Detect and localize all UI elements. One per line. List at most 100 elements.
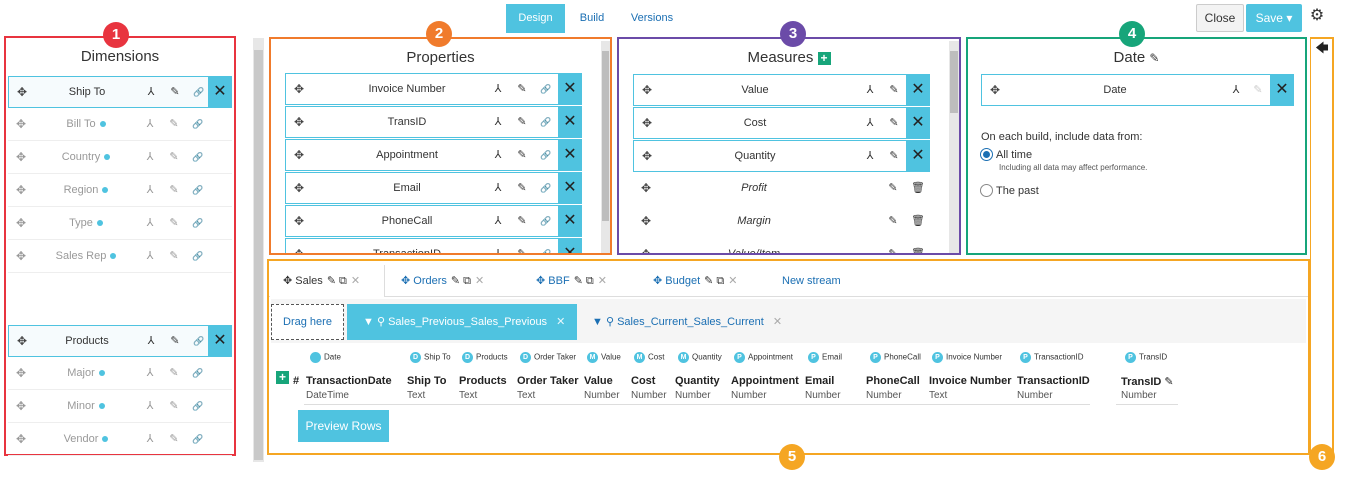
link-icon[interactable]: 🔗 [540,216,552,226]
dimension-row[interactable]: ✥Country⅄✎🔗 [8,142,232,174]
link-icon[interactable]: 🔗 [192,119,204,129]
move-handle-icon[interactable]: ✥ [283,275,296,287]
column-name[interactable]: Ship To [407,375,447,387]
dimension-row[interactable]: ✥Major⅄✎🔗 [8,358,232,390]
filter-chip-previous[interactable]: ▼ ⚲ Sales_Previous_Sales_Previous ✕ [347,304,577,340]
close-icon[interactable]: ✕ [474,275,485,287]
link-icon[interactable]: 🔗 [540,150,552,160]
close-icon[interactable]: ✕ [556,316,566,328]
edit-icon[interactable]: ✎ [517,182,527,194]
property-row[interactable]: ✥TransID⅄✎🔗✕ [285,106,582,138]
split-icon[interactable]: ⅄ [494,248,502,255]
link-icon[interactable]: 🔗 [540,183,552,193]
edit-icon[interactable]: ✎ [169,250,179,262]
copy-icon[interactable]: ⧉ [463,275,471,287]
edit-icon[interactable]: ✎ [170,86,180,98]
dimension-row[interactable]: ✥Minor⅄✎🔗 [8,391,232,423]
edit-icon[interactable]: ✎ [517,83,527,95]
measures-scrollbar[interactable] [949,41,959,253]
tab-build[interactable]: Build [579,12,605,24]
edit-icon[interactable]: ✎ [889,117,899,129]
close-icon[interactable]: ✕ [597,275,607,287]
radio-the-past[interactable] [980,184,993,197]
edit-icon[interactable]: ✎ [889,150,899,162]
drag-here-dropzone[interactable]: Drag here [271,304,344,340]
measure-row[interactable]: ✥Quantity⅄✎✕ [633,140,930,172]
dimension-row[interactable]: ✥Type⅄✎🔗 [8,208,232,240]
edit-icon[interactable]: ✎ [450,275,461,287]
trash-icon[interactable]: 🗑 [911,215,925,227]
edit-icon[interactable]: ✎ [517,248,527,255]
property-row[interactable]: ✥Invoice Number⅄✎🔗✕ [285,73,582,105]
remove-property-button[interactable]: ✕ [558,106,582,138]
tab-design[interactable]: Design [506,4,565,33]
move-handle-icon[interactable]: ✥ [15,216,27,230]
close-icon[interactable]: ✕ [772,316,783,328]
date-item-row[interactable]: ✥ Date ⅄ ✎ ✕ [981,74,1294,106]
remove-property-button[interactable]: ✕ [558,238,582,253]
column-name[interactable]: TransactionID [1017,375,1090,387]
split-icon[interactable]: ⅄ [494,215,502,227]
move-handle-icon[interactable]: ✥ [293,115,305,129]
save-button[interactable]: Save ▾ [1246,4,1302,32]
property-row[interactable]: ✥PhoneCall⅄✎🔗✕ [285,205,582,237]
move-handle-icon[interactable]: ✥ [640,181,652,195]
split-icon[interactable]: ⅄ [866,117,874,129]
measure-row[interactable]: ✥Value/Item✎🗑 [633,239,930,255]
link-icon[interactable]: 🔗 [192,218,204,228]
edit-icon[interactable]: ✎ [888,248,898,255]
split-icon[interactable]: ⅄ [1232,84,1240,96]
column-name[interactable]: Invoice Number [929,375,1012,387]
remove-measure-button[interactable]: ✕ [906,140,930,172]
move-handle-icon[interactable]: ✥ [641,83,653,97]
move-handle-icon[interactable]: ✥ [653,275,666,287]
split-icon[interactable]: ⅄ [866,84,874,96]
link-icon[interactable]: 🔗 [540,117,552,127]
edit-icon[interactable]: ✎ [169,184,179,196]
dimension-row[interactable]: ✥Vendor⅄✎🔗 [8,424,232,456]
remove-measure-button[interactable]: ✕ [906,107,930,139]
split-icon[interactable]: ⅄ [494,83,502,95]
remove-dimension-button[interactable]: ✕ [208,325,232,357]
close-button[interactable]: Close [1196,4,1244,32]
property-row[interactable]: ✥TransactionID⅄✎🔗✕ [285,238,582,255]
move-handle-icon[interactable]: ✥ [640,247,652,255]
property-row[interactable]: ✥Email⅄✎🔗✕ [285,172,582,204]
edit-icon[interactable]: ✎ [704,275,714,287]
page-scrollbar[interactable] [253,38,264,462]
copy-icon[interactable]: ⧉ [716,275,725,287]
edit-icon[interactable]: ✎ [169,217,179,229]
column-name[interactable]: Email [805,375,834,387]
new-stream-link[interactable]: New stream [782,275,841,287]
split-icon[interactable]: ⅄ [494,116,502,128]
edit-icon[interactable]: ✎ [169,433,179,445]
dimension-row[interactable]: ✥Bill To⅄✎🔗 [8,109,232,141]
move-handle-icon[interactable]: ✥ [640,214,652,228]
split-icon[interactable]: ⅄ [494,149,502,161]
remove-property-button[interactable]: ✕ [558,205,582,237]
split-icon[interactable]: ⅄ [146,184,154,196]
page-scrollbar-thumb[interactable] [254,50,263,460]
preview-rows-button[interactable]: Preview Rows [298,410,389,442]
move-handle-icon[interactable]: ✥ [15,150,27,164]
link-icon[interactable]: 🔗 [192,185,204,195]
stream-tab[interactable]: ✥ BBF✎⧉✕ [536,266,607,296]
filter-chip-current[interactable]: ▼ ⚲ Sales_Current_Sales_Current ✕ [592,304,812,340]
property-row[interactable]: ✥Appointment⅄✎🔗✕ [285,139,582,171]
edit-icon[interactable]: ✎ [517,149,527,161]
add-measure-icon[interactable]: + [817,51,831,65]
move-handle-icon[interactable]: ✥ [15,117,27,131]
link-icon[interactable]: 🔗 [192,152,204,162]
dimension-row[interactable]: ✥Sales Rep⅄✎🔗 [8,241,232,273]
properties-scrollbar[interactable] [601,41,610,253]
link-icon[interactable]: 🔗 [192,251,204,261]
measure-row[interactable]: ✥Margin✎🗑 [633,206,930,238]
edit-icon[interactable]: ✎ [889,84,899,96]
remove-property-button[interactable]: ✕ [558,139,582,171]
remove-property-button[interactable]: ✕ [558,172,582,204]
remove-measure-button[interactable]: ✕ [906,74,930,106]
edit-icon[interactable]: ✎ [573,275,583,287]
stream-tab[interactable]: ✥ Sales✎⧉✕ [283,266,360,296]
move-handle-icon[interactable]: ✥ [641,116,653,130]
split-icon[interactable]: ⅄ [146,400,154,412]
